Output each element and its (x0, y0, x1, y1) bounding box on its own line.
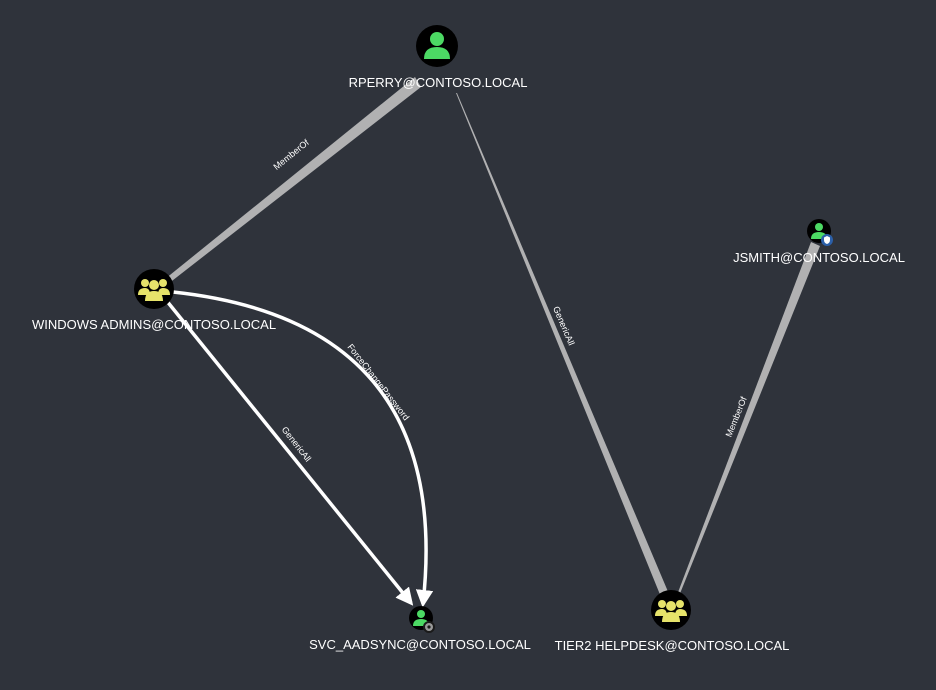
user-icon (424, 32, 450, 59)
node-rperry[interactable]: RPERRY@CONTOSO.LOCAL (349, 25, 528, 90)
node-tier2-helpdesk[interactable]: TIER2 HELPDESK@CONTOSO.LOCAL (555, 590, 790, 653)
edge-line (456, 93, 669, 597)
edge-label-forcechangepassword: ForceChangePassword (345, 342, 411, 422)
edge-tier2-genericall-rperry[interactable]: GenericAll (456, 93, 669, 597)
group-icon (138, 279, 170, 301)
node-label: WINDOWS ADMINS@CONTOSO.LOCAL (32, 317, 276, 332)
edge-line (677, 242, 820, 596)
edge-windows-admins-genericall-svc[interactable]: GenericAll (164, 298, 414, 606)
edge-rperry-memberof-windows-admins[interactable]: MemberOf (165, 77, 421, 284)
node-label: TIER2 HELPDESK@CONTOSO.LOCAL (555, 638, 790, 653)
edge-line (172, 290, 434, 608)
shield-badge-icon (821, 234, 833, 246)
node-label: RPERRY@CONTOSO.LOCAL (349, 75, 528, 90)
node-jsmith[interactable]: JSMITH@CONTOSO.LOCAL (733, 219, 905, 265)
node-svc-aadsync[interactable]: SVC_AADSYNC@CONTOSO.LOCAL (309, 606, 531, 652)
gear-badge-icon (423, 621, 435, 633)
node-label: SVC_AADSYNC@CONTOSO.LOCAL (309, 637, 531, 652)
node-windows-admins[interactable]: WINDOWS ADMINS@CONTOSO.LOCAL (32, 269, 276, 332)
edge-jsmith-memberof-tier2[interactable]: MemberOf (677, 242, 820, 596)
edge-line (164, 298, 414, 606)
group-icon (655, 600, 687, 622)
node-label: JSMITH@CONTOSO.LOCAL (733, 250, 905, 265)
edge-line (165, 77, 421, 284)
